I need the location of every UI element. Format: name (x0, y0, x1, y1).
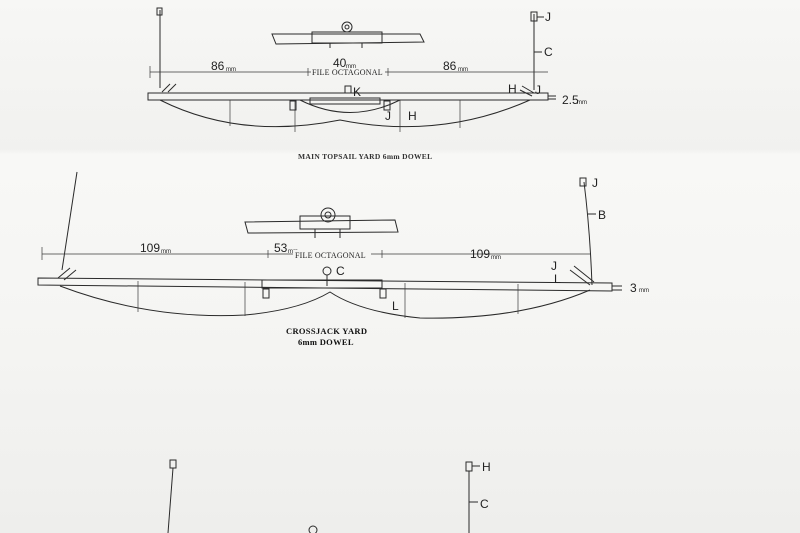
label-c-2: C (336, 264, 345, 278)
crossjack-yard-spar (37, 265, 622, 319)
label-j-top: J (545, 10, 551, 24)
main-topsail-yard-group: J C 86 mm 40 mm FILE OCTAGONAL 86 mm (147, 7, 587, 161)
label-c: C (544, 45, 553, 59)
label-l-mid: L (392, 299, 399, 313)
right-lift-line-2 (583, 181, 593, 286)
crossjack-yard-group: J B 109 mm 53 mm FILE OCTAGONAL 109 mm (37, 171, 649, 347)
label-b: B (598, 208, 606, 222)
label-j-mid: J (385, 109, 391, 123)
dim-109-right: 109 (470, 247, 490, 261)
dim-109-left: 109 (140, 241, 160, 255)
label-k: K (353, 85, 361, 99)
yard-detail-top-2 (244, 207, 399, 238)
file-octagonal-label-top: FILE OCTAGONAL (312, 68, 383, 77)
svg-text:mm: mm (346, 64, 356, 70)
svg-text:mm: mm (639, 288, 649, 294)
label-h-right: H (508, 82, 517, 96)
caption-crossjack-dowel: 6mm DOWEL (298, 337, 354, 347)
left-lift-block (156, 7, 163, 16)
svg-text:mm: mm (577, 100, 587, 106)
dim-53-center: 53 (274, 241, 288, 255)
svg-text:mm: mm (491, 255, 501, 261)
label-j-right-2: J (551, 259, 557, 273)
dim-40-center: 40 (333, 56, 347, 70)
caption-crossjack-yard: CROSSJACK YARD (286, 326, 367, 336)
label-j-top-2: J (592, 176, 598, 190)
label-l-right: L (554, 272, 561, 286)
yard-detail-top (271, 21, 425, 48)
left-lift-line-2 (61, 171, 78, 271)
label-j-right: J (535, 83, 541, 97)
svg-text:mm: mm (458, 67, 468, 73)
label-h-bottom: H (482, 460, 491, 474)
dim-2-5-end: 2.5 (562, 93, 579, 107)
bottom-partial-yard-group: H C (167, 459, 491, 533)
dim-86-left: 86 (211, 59, 225, 73)
label-h-mid: H (408, 109, 417, 123)
caption-main-topsail-yard: MAIN TOPSAIL YARD 6mm DOWEL (298, 152, 432, 161)
svg-text:mm: mm (161, 249, 171, 255)
main-topsail-yard-spar (147, 83, 556, 132)
svg-text:mm: mm (226, 67, 236, 73)
label-c-bottom: C (480, 497, 489, 511)
dim-3-end: 3 (630, 281, 637, 295)
file-octagonal-label-2: FILE OCTAGONAL (295, 251, 366, 260)
dim-86-right: 86 (443, 59, 457, 73)
